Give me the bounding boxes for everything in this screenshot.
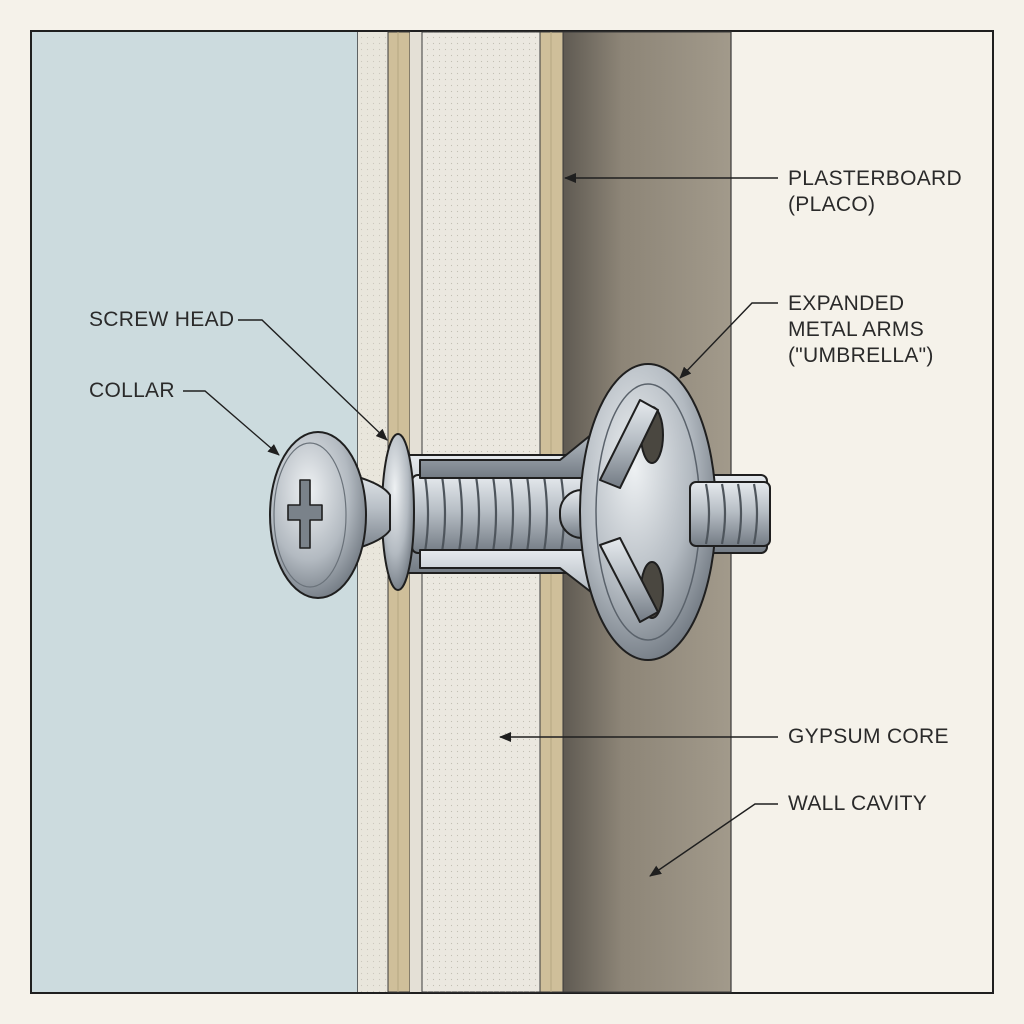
leader-wall-cavity bbox=[649, 803, 778, 877]
label-plasterboard-line1: PLASTERBOARD bbox=[788, 167, 962, 190]
label-wall-cavity: WALL CAVITY bbox=[788, 792, 928, 815]
label-expanded-arms: EXPANDED METAL ARMS ("UMBRELLA") bbox=[788, 291, 934, 369]
label-expanded-arms-line3: ("UMBRELLA") bbox=[788, 344, 934, 367]
label-plasterboard: PLASTERBOARD (PLACO) bbox=[788, 166, 962, 218]
leader-screw-head bbox=[238, 319, 388, 441]
leader-expanded-arms bbox=[679, 302, 778, 379]
label-screw-head: SCREW HEAD bbox=[89, 308, 235, 331]
leader-lines bbox=[183, 173, 778, 877]
label-expanded-arms-line1: EXPANDED bbox=[788, 292, 905, 315]
label-expanded-arms-line2: METAL ARMS bbox=[788, 318, 925, 341]
hollow-wall-anchor bbox=[269, 363, 771, 661]
label-gypsum-core: GYPSUM CORE bbox=[788, 725, 949, 748]
label-collar: COLLAR bbox=[89, 379, 175, 402]
phillips-recess-icon bbox=[287, 479, 323, 549]
label-plasterboard-line2: (PLACO) bbox=[788, 193, 876, 216]
leader-collar bbox=[183, 390, 280, 456]
